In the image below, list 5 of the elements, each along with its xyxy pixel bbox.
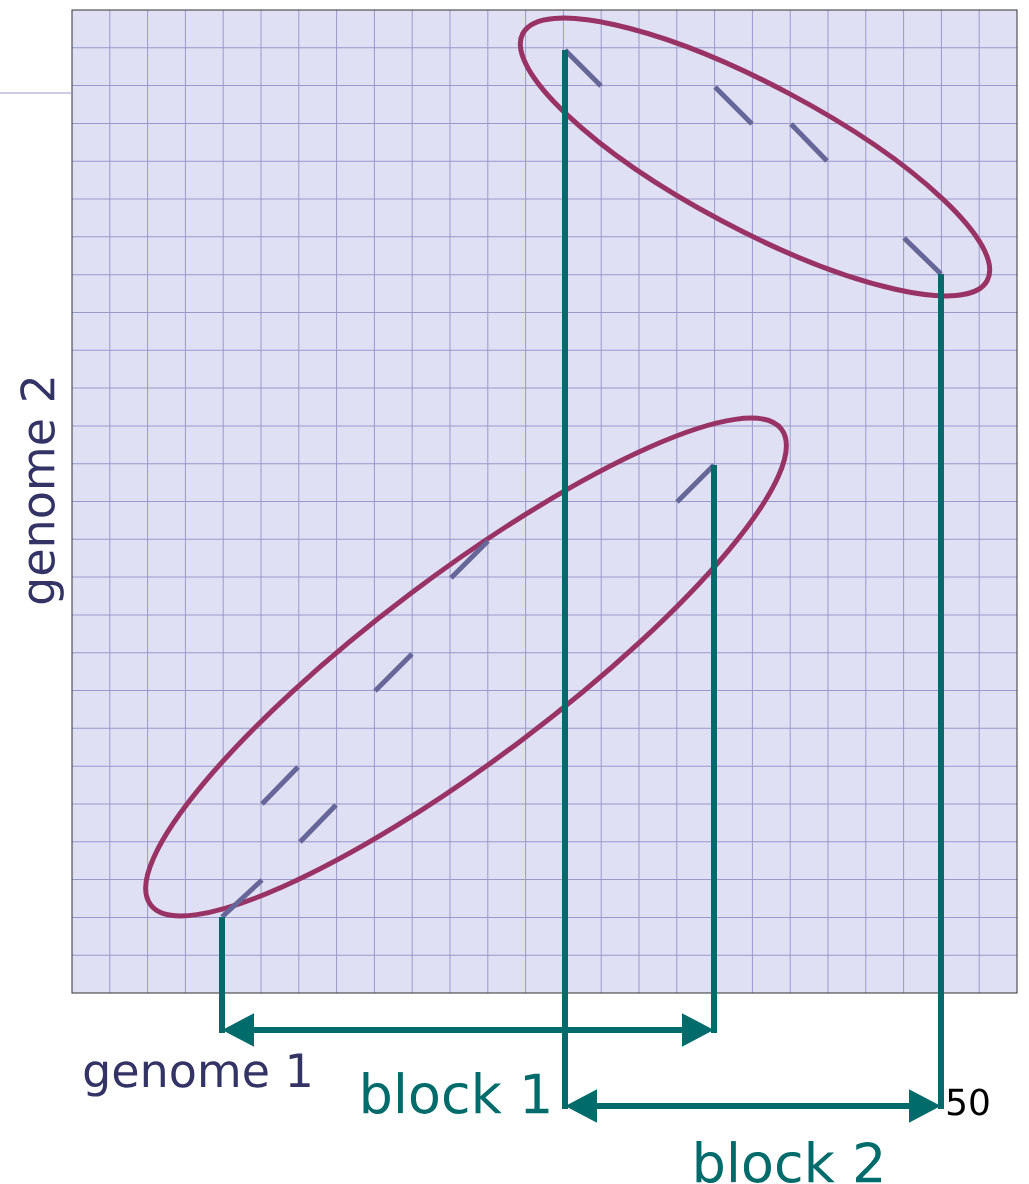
axis-label: genome 2 xyxy=(20,378,64,604)
block-label: block 1 xyxy=(363,1072,549,1114)
tick-label: 50 xyxy=(947,1088,989,1116)
block-label: block 2 xyxy=(696,1141,881,1183)
axis-label: genome 1 xyxy=(84,1053,310,1097)
